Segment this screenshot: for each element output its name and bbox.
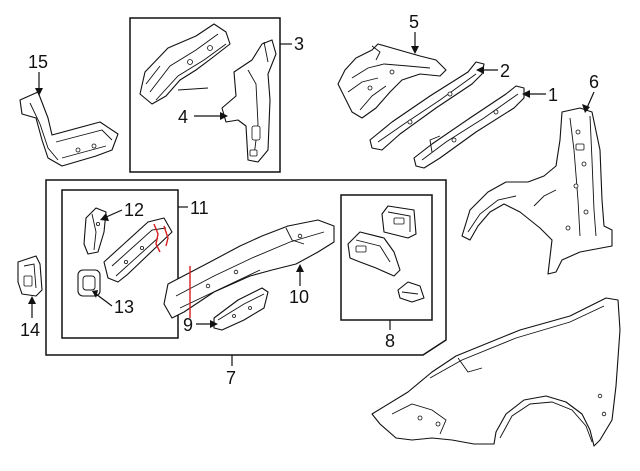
cut-line <box>153 223 161 253</box>
part-8-lower <box>397 281 425 303</box>
part-5 <box>337 43 447 119</box>
box-group-8 <box>340 194 433 321</box>
box-group-11 <box>61 189 179 339</box>
part-10 <box>163 219 335 319</box>
callout-13: 13 <box>114 297 134 317</box>
part-8-middle <box>347 231 401 277</box>
callout-12: 12 <box>124 200 144 220</box>
callout-2: 2 <box>500 61 510 81</box>
part-6 <box>461 107 613 275</box>
callout-8: 8 <box>385 331 395 351</box>
part-11-rail <box>103 217 173 283</box>
callout-11: 11 <box>190 198 209 218</box>
callout-1: 1 <box>548 85 558 105</box>
callout-10: 10 <box>289 287 309 307</box>
cut-line <box>163 225 169 247</box>
part-8-upper <box>381 205 417 239</box>
part-3 <box>139 23 231 105</box>
callout-9: 9 <box>183 315 193 335</box>
callout-6: 6 <box>589 72 599 92</box>
part-15 <box>19 91 119 167</box>
box-group-7 <box>45 179 447 356</box>
leaders <box>28 32 595 366</box>
part-4 <box>221 39 277 163</box>
callout-3: 3 <box>294 34 304 54</box>
callout-14: 14 <box>20 320 40 340</box>
callout-15: 15 <box>28 52 48 72</box>
part-2 <box>369 61 485 151</box>
fender <box>371 297 621 447</box>
part-14 <box>17 255 43 297</box>
part-13 <box>77 269 101 297</box>
part-9 <box>213 287 269 331</box>
part-12 <box>83 207 107 255</box>
callout-7: 7 <box>226 368 236 388</box>
part-1 <box>413 85 525 169</box>
box-group-3 <box>129 17 281 173</box>
callout-5: 5 <box>409 12 419 32</box>
callout-4: 4 <box>178 107 188 127</box>
